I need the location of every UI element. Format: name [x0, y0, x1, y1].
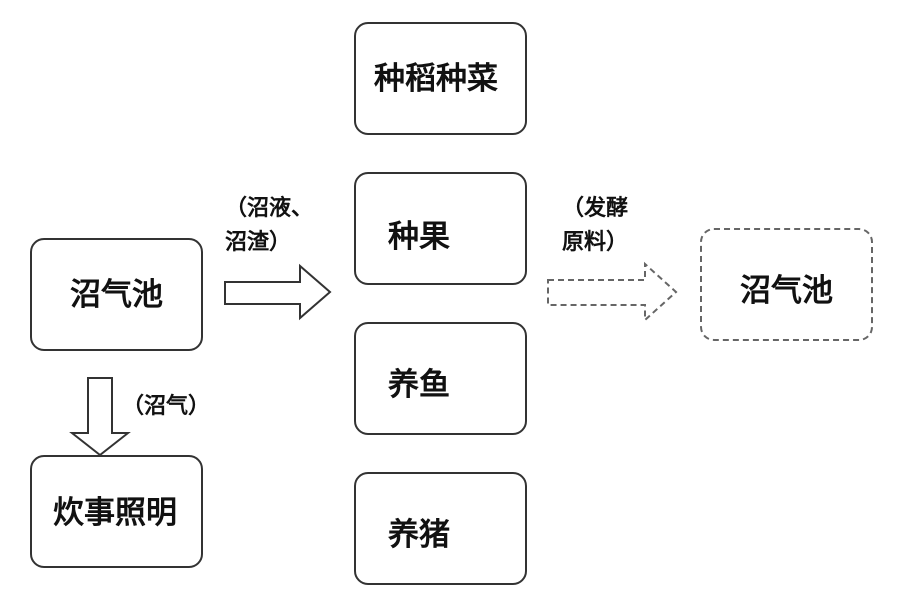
edge-label-fermentation-material: （发酵 原料） [562, 192, 628, 260]
edge-label-fermentation-material-line1: （发酵 [562, 196, 629, 221]
node-cooking-lighting [30, 455, 203, 568]
node-biogas-tank-left [30, 238, 203, 351]
node-rice-vegetables-label: 种稻种菜 [374, 61, 498, 97]
edge-label-biogas: （沼气） [122, 390, 210, 424]
edge-label-slurry-residue: （沼液、 沼渣） [225, 192, 313, 260]
node-biogas-tank-right-label: 沼气池 [740, 273, 833, 309]
node-rice-vegetables [354, 22, 527, 135]
node-biogas-tank-left-label: 沼气池 [70, 277, 163, 313]
edge-label-slurry-residue-line2: 沼渣） [225, 230, 292, 256]
edge-label-biogas-line1: （沼气） [122, 394, 211, 419]
edge-label-fermentation-material-line2: 原料） [562, 230, 629, 256]
node-pig-farming-label: 养猪 [388, 517, 450, 553]
edge-label-slurry-residue-line1: （沼液、 [225, 196, 314, 221]
node-fish-farming-label: 养鱼 [388, 367, 450, 403]
node-biogas-tank-right [700, 228, 873, 341]
arrow-dashed-to-biogas [547, 261, 678, 323]
node-pig-farming [354, 472, 527, 585]
arrow-down-to-cooking [69, 377, 131, 457]
node-fish-farming [354, 322, 527, 435]
node-fruit-trees [354, 172, 527, 285]
node-fruit-trees-label: 种果 [388, 219, 450, 255]
node-cooking-lighting-label: 炊事照明 [53, 495, 177, 531]
arrow-right-to-products [224, 263, 332, 321]
